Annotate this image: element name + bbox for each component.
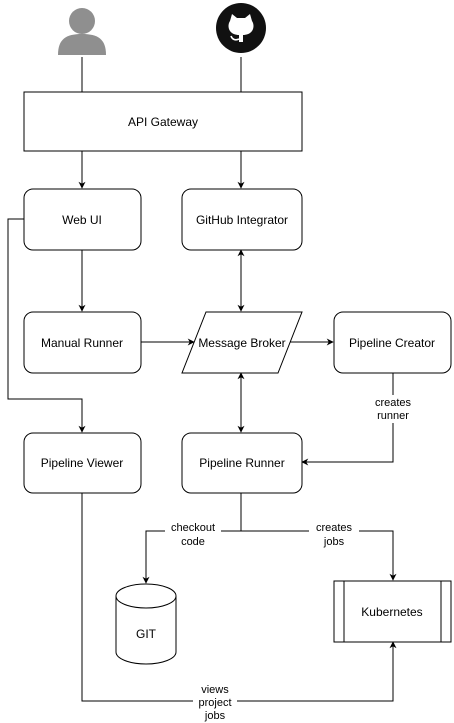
edge-label-line: creates (316, 522, 353, 534)
node-pipeline-runner: Pipeline Runner (181, 432, 303, 494)
node-git-database: GIT (115, 583, 177, 665)
node-github-integrator: GitHub Integrator (181, 188, 303, 251)
edge-label-line: runner (377, 410, 409, 422)
edge-label-checkout-code: checkout code (165, 520, 221, 548)
edge-label-line: jobs (323, 536, 345, 548)
node-label: Pipeline Runner (199, 456, 284, 470)
edge-label-line: project (198, 697, 231, 709)
edge-label-creates-runner: creates runner (368, 395, 418, 423)
node-label: Pipeline Creator (349, 336, 435, 350)
node-pipeline-creator: Pipeline Creator (333, 311, 452, 374)
user-icon (58, 8, 106, 55)
node-kubernetes: Kubernetes (333, 580, 452, 643)
edge-label-line: views (201, 684, 229, 696)
edge-label-views-project-jobs: views project jobs (193, 683, 237, 723)
node-label: Pipeline Viewer (41, 456, 124, 470)
edge-runner-to-kubernetes (241, 530, 397, 581)
node-api-gateway: API Gateway (23, 91, 303, 152)
node-manual-runner: Manual Runner (23, 311, 142, 374)
node-pipeline-viewer: Pipeline Viewer (23, 432, 142, 494)
node-web-ui: Web UI (23, 188, 142, 251)
node-label: GitHub Integrator (196, 213, 288, 227)
edge-label-line: creates (375, 397, 412, 409)
node-label: GIT (136, 627, 157, 641)
node-message-broker: Message Broker (181, 311, 303, 374)
node-label: API Gateway (128, 115, 198, 129)
edge-viewer-to-kubernetes (81, 493, 397, 702)
github-icon (216, 3, 266, 53)
node-label: Web UI (62, 213, 102, 227)
edge-label-line: code (181, 536, 205, 548)
edge-label-creates-jobs: creates jobs (309, 520, 359, 548)
edge-label-line: jobs (204, 710, 226, 722)
node-label: Manual Runner (41, 336, 123, 350)
edge-webui-to-pipeline-viewer (7, 218, 86, 433)
node-label: Kubernetes (361, 605, 422, 619)
node-label: Message Broker (198, 336, 285, 350)
edge-label-line: checkout (171, 522, 215, 534)
